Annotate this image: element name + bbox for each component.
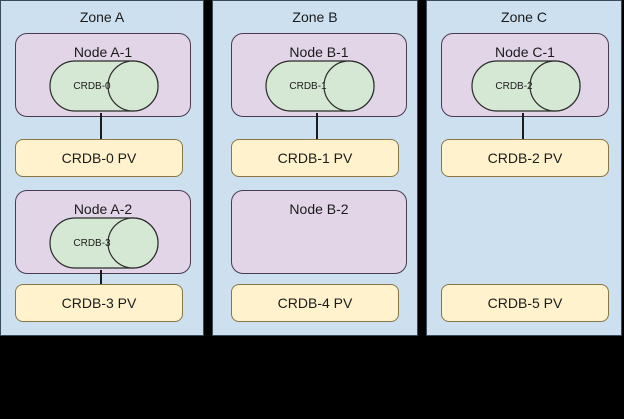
pv-box-crdb-4[interactable]: CRDB-4 PV bbox=[231, 284, 399, 322]
database-cylinder-crdb-1[interactable]: CRDB-1 bbox=[265, 60, 375, 112]
pv-box-crdb-3[interactable]: CRDB-3 PV bbox=[15, 284, 183, 322]
connector-node-a-2-to-pv bbox=[100, 270, 102, 296]
database-cylinder-crdb-3[interactable]: CRDB-3 bbox=[49, 217, 159, 269]
pv-label-crdb-4: CRDB-4 PV bbox=[277, 295, 353, 311]
node-title-a-1: Node A-1 bbox=[73, 44, 133, 60]
node-box-a-2[interactable]: Node A-2 CRDB-3 bbox=[15, 190, 191, 274]
pv-label-crdb-2: CRDB-2 PV bbox=[487, 150, 563, 166]
zone-title-b: Zone B bbox=[292, 9, 338, 25]
node-title-b-1: Node B-1 bbox=[289, 44, 349, 60]
zone-panel-b[interactable]: Zone B Node B-1 CRDB-1 CRDB-1 PV Node B-… bbox=[212, 0, 418, 336]
pv-label-crdb-0: CRDB-0 PV bbox=[61, 150, 137, 166]
pv-box-crdb-2[interactable]: CRDB-2 PV bbox=[441, 139, 609, 177]
node-title-b-2: Node B-2 bbox=[289, 201, 349, 217]
node-box-c-1[interactable]: Node C-1 CRDB-2 bbox=[441, 33, 609, 117]
zone-title-c: Zone C bbox=[501, 9, 547, 25]
node-box-b-2[interactable]: Node B-2 bbox=[231, 190, 407, 274]
connector-node-c-1-to-pv bbox=[522, 113, 524, 139]
node-box-a-1[interactable]: Node A-1 CRDB-0 bbox=[15, 33, 191, 117]
node-title-c-1: Node C-1 bbox=[495, 44, 555, 60]
node-title-a-2: Node A-2 bbox=[73, 201, 133, 217]
connector-node-b-1-to-pv bbox=[316, 113, 318, 139]
zone-title-a: Zone A bbox=[79, 9, 125, 25]
database-cylinder-crdb-2[interactable]: CRDB-2 bbox=[471, 60, 581, 112]
pv-box-crdb-5[interactable]: CRDB-5 PV bbox=[441, 284, 609, 322]
pv-label-crdb-5: CRDB-5 PV bbox=[487, 295, 563, 311]
connector-node-a-1-to-pv bbox=[100, 113, 102, 139]
pv-box-crdb-0[interactable]: CRDB-0 PV bbox=[15, 139, 183, 177]
pv-label-crdb-3: CRDB-3 PV bbox=[61, 295, 137, 311]
database-cylinder-crdb-0[interactable]: CRDB-0 bbox=[49, 60, 159, 112]
pv-label-crdb-1: CRDB-1 PV bbox=[277, 150, 353, 166]
pv-box-crdb-1[interactable]: CRDB-1 PV bbox=[231, 139, 399, 177]
zone-panel-a[interactable]: Zone A Node A-1 CRDB-0 CRDB-0 PV Node A-… bbox=[0, 0, 204, 336]
node-box-b-1[interactable]: Node B-1 CRDB-1 bbox=[231, 33, 407, 117]
zone-panel-c[interactable]: Zone C Node C-1 CRDB-2 CRDB-2 PV CRDB-5 … bbox=[426, 0, 622, 336]
